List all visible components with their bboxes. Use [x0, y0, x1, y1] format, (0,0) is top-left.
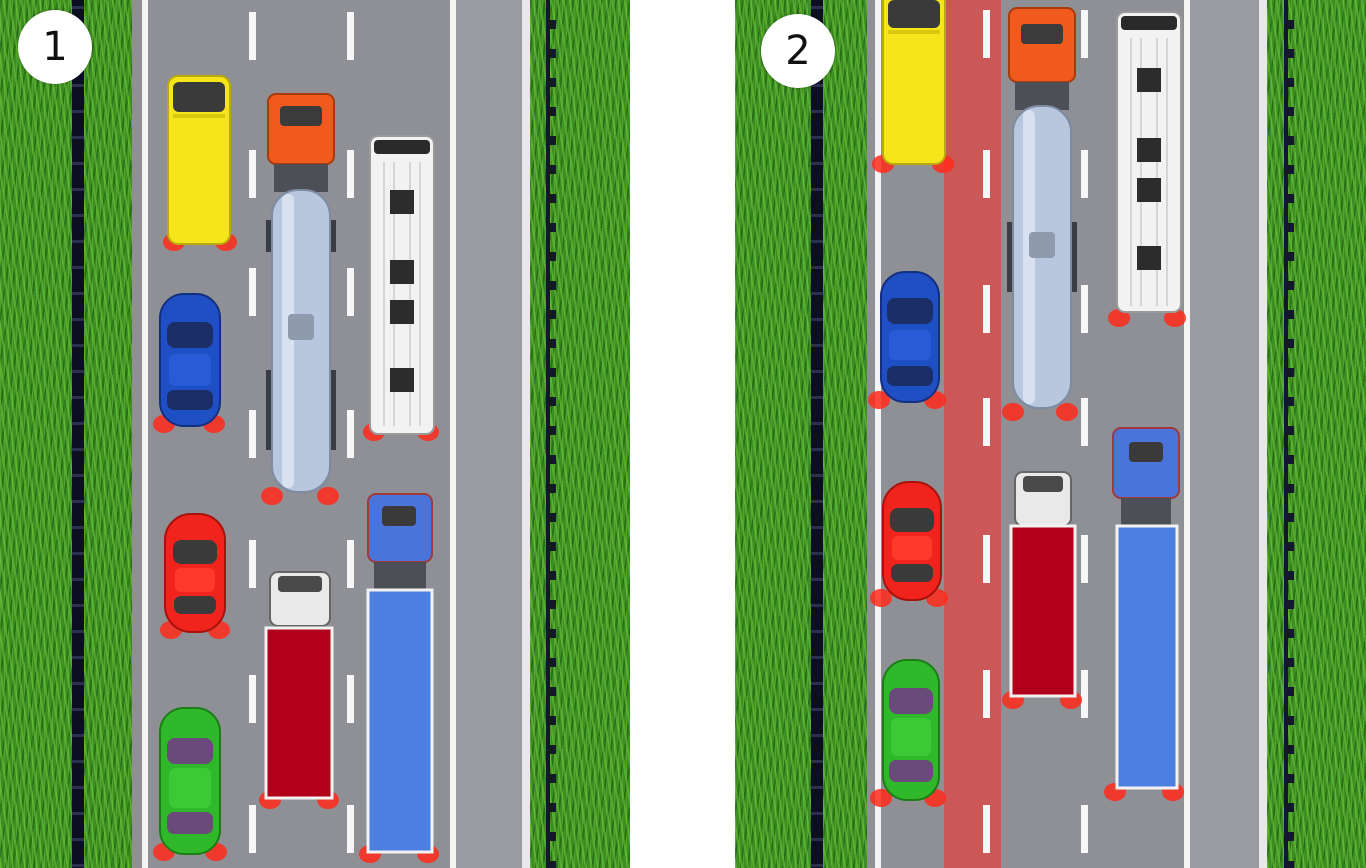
green-car	[153, 707, 227, 861]
panel-number: 2	[785, 28, 811, 74]
road-edge-line-left	[142, 0, 148, 868]
shoulder-edge-line	[522, 0, 530, 868]
grass-left	[0, 0, 132, 868]
tanker-truck	[1002, 7, 1078, 421]
lane-dash	[1081, 285, 1088, 333]
lane-dash	[1081, 10, 1088, 58]
lane-dash	[347, 268, 354, 316]
blue-car	[153, 293, 225, 433]
lane-dash	[249, 675, 256, 723]
lane-dash	[1081, 535, 1088, 583]
lane-dash	[249, 540, 256, 588]
grass-left	[735, 0, 870, 868]
fence-left	[811, 0, 823, 868]
fence-right-post	[546, 0, 550, 868]
lane-dash	[249, 410, 256, 458]
lane-dash	[983, 150, 990, 198]
lane-dash	[1081, 670, 1088, 718]
tanker-truck	[261, 93, 339, 505]
road-edge-line-right	[1184, 0, 1190, 868]
white-bus	[1108, 11, 1186, 327]
panel-number-badge: 1	[18, 10, 92, 84]
road-shoulder	[1189, 0, 1261, 868]
blue-car	[868, 271, 946, 409]
fence-right	[548, 0, 556, 868]
shoulder-edge-line	[1259, 0, 1267, 868]
blue-semi-truck	[359, 493, 439, 863]
lane-dash	[249, 268, 256, 316]
blue-semi-truck	[1104, 427, 1184, 801]
lane-dash	[983, 398, 990, 446]
lane-dash	[983, 805, 990, 853]
lane-dash	[1081, 150, 1088, 198]
yellow-van	[163, 75, 237, 251]
lane-dash	[249, 150, 256, 198]
grass-right	[530, 0, 630, 868]
lane-dash	[347, 410, 354, 458]
panel-number-badge: 2	[761, 14, 835, 88]
red-car	[160, 513, 230, 639]
lane-dash	[347, 805, 354, 853]
scene-panel-1: 1	[0, 0, 630, 868]
yellow-van	[872, 0, 954, 173]
lane-dash	[249, 805, 256, 853]
lane-dash	[1081, 805, 1088, 853]
lane-dash	[983, 10, 990, 58]
red-box-truck	[1002, 471, 1082, 709]
fence-left	[72, 0, 84, 868]
fence-right-post	[1284, 0, 1288, 868]
lane-dash	[347, 675, 354, 723]
lane-dash	[347, 540, 354, 588]
white-bus	[363, 135, 439, 441]
panel-number: 1	[42, 24, 68, 70]
red-car	[870, 481, 948, 607]
lane-dash	[347, 12, 354, 60]
scene-panel-2: 2	[735, 0, 1366, 868]
bus-lane-highlight	[944, 0, 1001, 868]
road-edge-line-left	[875, 0, 881, 868]
green-car	[870, 659, 946, 807]
lane-dash	[983, 535, 990, 583]
lane-dash	[983, 285, 990, 333]
road-shoulder	[455, 0, 527, 868]
fence-right	[1286, 0, 1294, 868]
lane-dash	[249, 12, 256, 60]
lane-dash	[983, 670, 990, 718]
red-box-truck	[259, 571, 339, 809]
road-edge-line-right	[450, 0, 456, 868]
lane-dash	[347, 150, 354, 198]
grass-right	[1267, 0, 1366, 868]
lane-dash	[1081, 398, 1088, 446]
